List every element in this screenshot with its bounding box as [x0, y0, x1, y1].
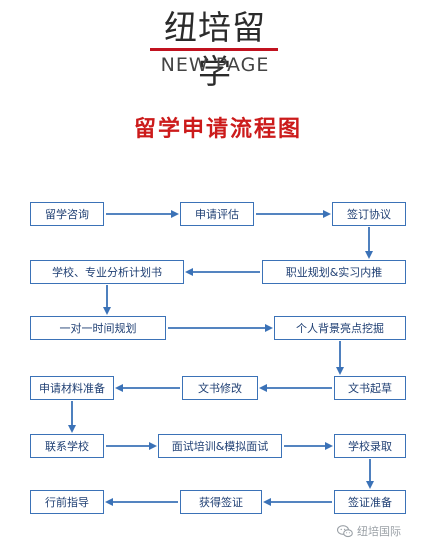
node-visa-preparation: 签证准备 [334, 490, 406, 514]
node-label: 学校录取 [348, 440, 392, 453]
brand-name-cn: 纽培留学 [164, 8, 266, 91]
node-study-abroad-consultation: 留学咨询 [30, 202, 104, 226]
watermark-text: 纽培国际 [357, 525, 401, 538]
node-label: 面试培训&模拟面试 [171, 440, 269, 453]
node-document-drafting: 文书起草 [334, 376, 406, 400]
node-label: 联系学校 [45, 440, 89, 453]
node-label: 个人背景亮点挖掘 [296, 322, 384, 335]
node-one-on-one-timeline: 一对一时间规划 [30, 316, 166, 340]
node-personal-background-highlights: 个人背景亮点挖掘 [274, 316, 406, 340]
node-application-materials: 申请材料准备 [30, 376, 114, 400]
node-label: 留学咨询 [45, 208, 89, 221]
node-label: 文书修改 [198, 382, 242, 395]
node-label: 签订协议 [347, 208, 391, 221]
node-career-planning-internship: 职业规划&实习内推 [262, 260, 406, 284]
node-label: 申请评估 [195, 208, 239, 221]
node-label: 学校、专业分析计划书 [52, 266, 162, 279]
node-label: 申请材料准备 [39, 382, 105, 395]
node-contact-school: 联系学校 [30, 434, 104, 458]
brand-divider [150, 48, 278, 51]
node-document-revision: 文书修改 [182, 376, 258, 400]
node-application-assessment: 申请评估 [180, 202, 254, 226]
node-label: 签证准备 [348, 496, 392, 509]
node-pre-departure-guidance: 行前指导 [30, 490, 104, 514]
node-interview-training: 面试培训&模拟面试 [158, 434, 282, 458]
node-label: 行前指导 [45, 496, 89, 509]
node-label: 一对一时间规划 [59, 322, 137, 335]
node-sign-agreement: 签订协议 [332, 202, 406, 226]
node-label: 文书起草 [348, 382, 392, 395]
node-label: 获得签证 [199, 496, 243, 509]
node-label: 职业规划&实习内推 [285, 266, 383, 279]
wechat-icon [336, 524, 353, 538]
node-school-major-analysis-plan: 学校、专业分析计划书 [30, 260, 184, 284]
node-visa-obtained: 获得签证 [180, 490, 262, 514]
node-school-admission: 学校录取 [334, 434, 406, 458]
diagram-title: 留学申请流程图 [133, 116, 302, 142]
brand-name-en: NEW PAGE [160, 54, 270, 76]
watermark: 纽培国际 [336, 521, 429, 541]
